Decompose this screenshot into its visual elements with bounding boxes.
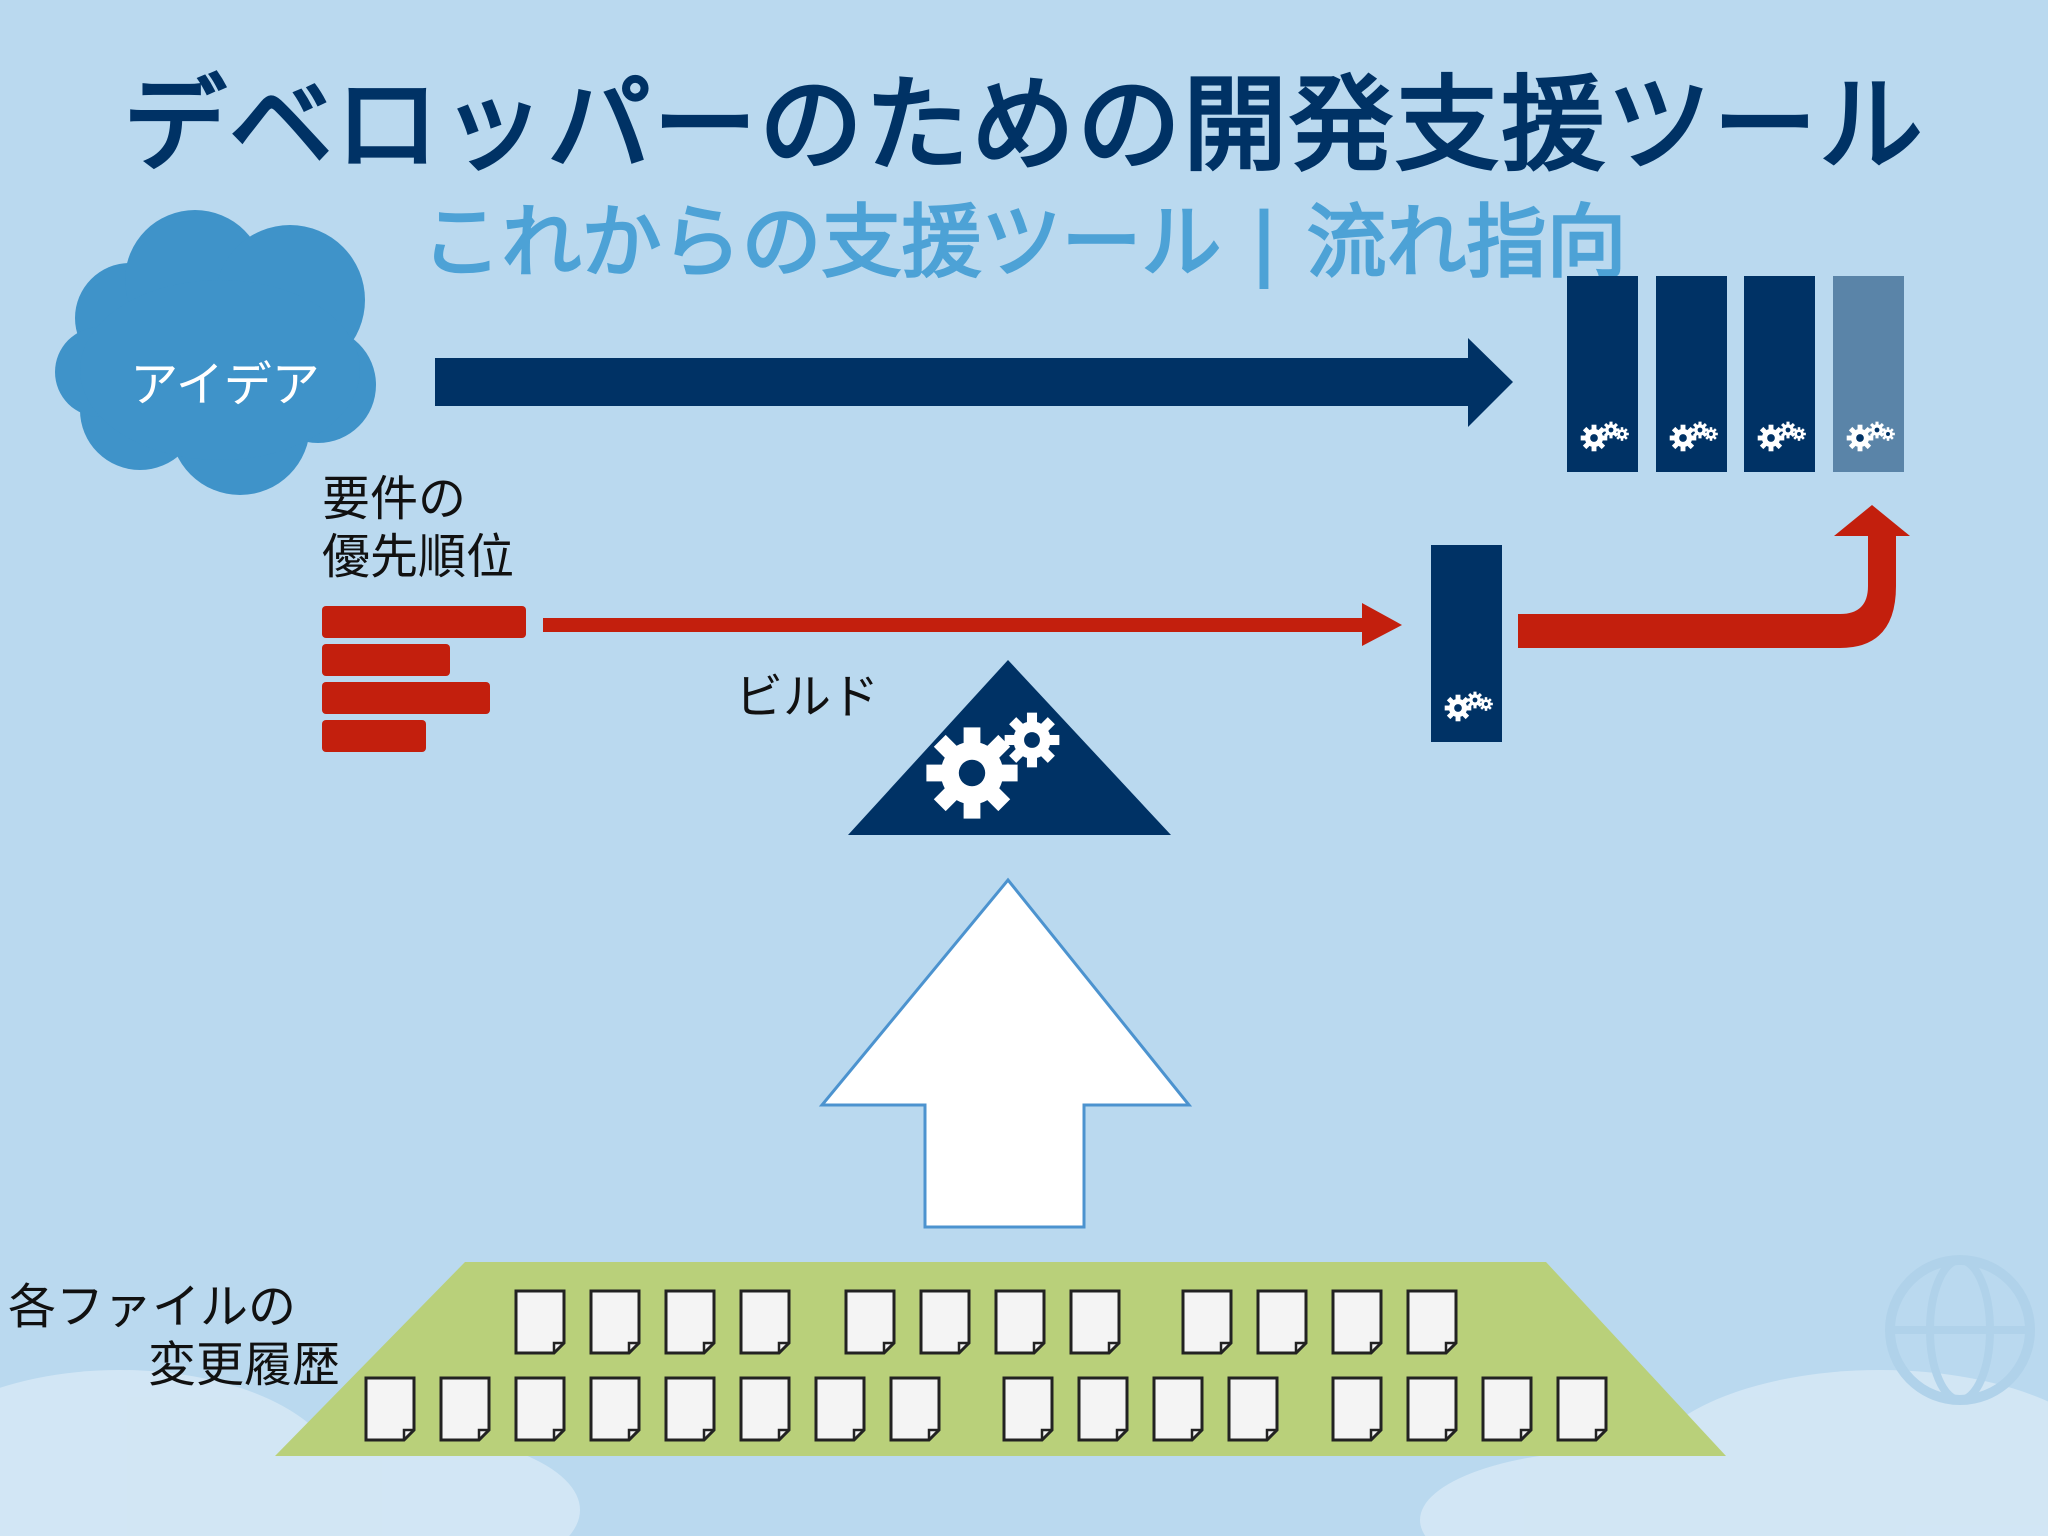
background-clouds [0,1255,2048,1536]
deploy-arrow [1518,505,1910,648]
file-icon [919,1289,971,1355]
file-icon [439,1376,491,1442]
idea-flow-arrow [435,338,1513,427]
requirement-label-line1: 要件の [322,471,467,527]
priority-bars [322,606,526,752]
file-icon [1406,1289,1458,1355]
file-icon [1256,1289,1308,1355]
file-icon [1481,1376,1533,1442]
release-bars [1567,276,1904,472]
file-icon [1002,1376,1054,1442]
gear-icon [1004,712,1060,768]
file-icon [1331,1376,1383,1442]
file-icon [589,1376,641,1442]
file-icon [814,1376,866,1442]
build-triangle [848,660,1171,835]
gear-icon [926,727,1018,819]
priority-flow-arrow [543,603,1402,646]
file-icon [1556,1376,1608,1442]
file-icon [364,1376,416,1442]
file-icon [514,1376,566,1442]
file-icon [1331,1289,1383,1355]
file-icon [739,1376,791,1442]
release-bar [1567,276,1638,472]
file-icon [994,1289,1046,1355]
build-label: ビルド [735,669,880,725]
file-icon [1406,1376,1458,1442]
release-bar [1656,276,1727,472]
idea-cloud [55,210,376,495]
slide-subtitle: これからの支援ツール | 流れ指向 [421,196,1627,289]
slide-title: デベロッパーのための開発支援ツール [122,64,1925,186]
file-icon [1077,1376,1129,1442]
release-bar [1833,276,1904,472]
history-label-line1: 各ファイルの [8,1279,297,1335]
file-history-label: 各ファイルの 変更履歴 [0,1278,340,1394]
release-bar [1744,276,1815,472]
file-icon [589,1289,641,1355]
file-icon [1227,1376,1279,1442]
idea-label: アイデア [130,357,320,413]
upward-arrow [818,877,1193,1229]
build-output-bar [1431,545,1502,742]
file-icon [889,1376,941,1442]
file-icon [664,1289,716,1355]
requirement-label-line2: 優先順位 [322,529,515,585]
file-icon [739,1289,791,1355]
file-icon [1181,1289,1233,1355]
file-icon [844,1289,896,1355]
file-icon [514,1289,566,1355]
file-icon [1069,1289,1121,1355]
file-icon [1152,1376,1204,1442]
requirement-priority-label: 要件の 優先順位 [322,470,514,586]
history-label-line2: 変更履歴 [147,1337,340,1393]
file-icon [664,1376,716,1442]
